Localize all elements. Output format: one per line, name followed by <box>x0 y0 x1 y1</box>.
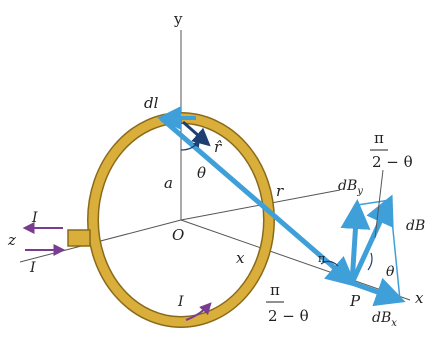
dBx-label: dBx <box>372 310 397 329</box>
axis-y-label: y <box>173 10 183 28</box>
x-distance-label: x <box>236 249 245 267</box>
dB-component-guide-top <box>356 199 391 206</box>
theta-label-top: θ <box>197 164 206 182</box>
dl-label: dl <box>144 94 159 112</box>
pi-label-bottom: π <box>270 281 280 299</box>
current-label-loop: I <box>177 294 184 310</box>
dBx-vector <box>351 277 406 307</box>
theta-arc-bottom <box>367 252 373 271</box>
two-minus-theta-bottom: 2 − θ <box>268 307 309 325</box>
point-p-label: P <box>349 292 361 310</box>
current-arrow-loop <box>185 302 212 321</box>
pi-label-top: π <box>374 129 384 147</box>
dBy-vector <box>340 199 371 284</box>
dB-component-guide-side <box>389 199 401 301</box>
dBy-main: dB <box>338 178 357 194</box>
lead-wire-connector <box>67 229 91 247</box>
origin-label: O <box>172 226 184 244</box>
axis-z-label: z <box>7 231 16 249</box>
theta-arc-top <box>180 139 200 151</box>
radius-label: a <box>164 174 173 192</box>
pi-small-label: π <box>318 252 325 265</box>
dBx-subscript: x <box>391 318 397 329</box>
dBy-subscript: y <box>356 186 363 197</box>
r-vec-label: r <box>276 182 284 200</box>
current-label-upper: I <box>31 210 38 226</box>
x-axis <box>180 219 411 301</box>
r-hat-label: r̂ <box>214 138 222 156</box>
dB-label: dB <box>406 218 425 234</box>
dBy-label: dBy <box>338 178 363 197</box>
theta-label-bottom: θ <box>386 264 395 280</box>
dBx-main: dB <box>372 310 391 326</box>
pi-half-arc-bottom <box>320 260 339 267</box>
angle-leader-line <box>374 169 384 239</box>
r-hat-vector <box>182 120 211 147</box>
dB-vector <box>349 194 394 285</box>
two-minus-theta-top: 2 − θ <box>372 153 413 171</box>
axis-x-label-far: x <box>415 289 424 307</box>
current-label-lower: I <box>29 260 36 276</box>
